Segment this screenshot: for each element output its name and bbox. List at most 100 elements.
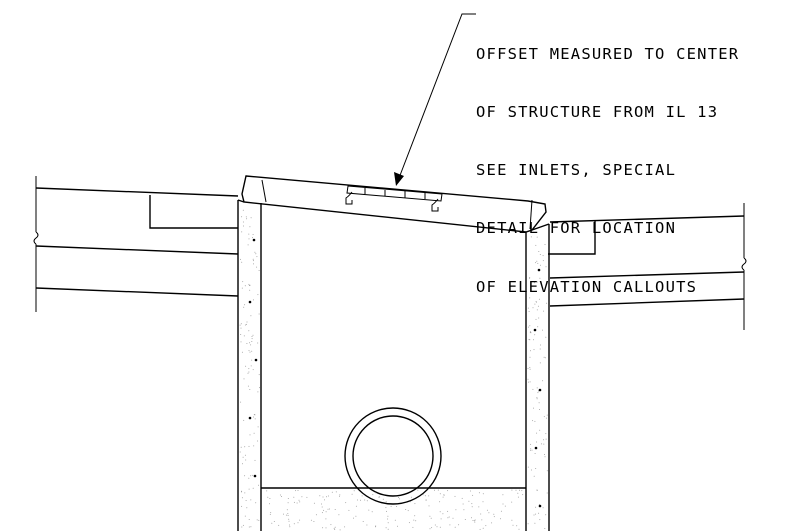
stipple-speck (528, 381, 530, 383)
stipple-speck (471, 503, 473, 505)
stipple-speck (541, 443, 543, 445)
stipple-speck (530, 448, 532, 450)
stipple-speck (539, 348, 541, 350)
stipple-speck (252, 237, 253, 239)
stipple-speck (245, 459, 247, 461)
callout-line-1: OFFSET MEASURED TO CENTER (476, 44, 740, 63)
stipple-speck (243, 225, 244, 227)
stipple-speck (493, 513, 495, 515)
stipple-speck (530, 350, 531, 352)
stipple-speck (339, 495, 340, 497)
stipple-speck (454, 495, 456, 497)
stipple-speck (297, 522, 299, 524)
stipple-speck (464, 519, 466, 520)
stipple-speck (375, 525, 377, 527)
stipple-speck (439, 493, 441, 495)
stipple-speck (534, 453, 536, 454)
stipple-speck (243, 419, 245, 421)
stipple-speck (412, 526, 414, 528)
stipple-speck (254, 251, 256, 253)
stipple-speck (422, 494, 424, 496)
stipple-speck (539, 254, 541, 255)
stipple-speck (538, 317, 540, 319)
stipple-speck (249, 434, 251, 436)
stipple-speck (536, 309, 538, 311)
stipple-speck (246, 218, 248, 220)
right-pavement (548, 203, 747, 330)
stipple-speck (355, 505, 357, 507)
stipple-speck (353, 490, 355, 492)
stipple-speck (537, 305, 539, 307)
stipple-speck (251, 336, 253, 337)
stipple-speck (443, 494, 445, 496)
stipple-speck (385, 501, 387, 503)
stipple-speck (545, 266, 547, 268)
stipple-speck (244, 475, 246, 477)
stipple-speck (259, 387, 260, 389)
stipple-speck (428, 505, 430, 507)
stipple-speck (538, 512, 540, 514)
stipple-speck (534, 522, 536, 524)
stipple-speck (296, 502, 298, 504)
stipple-speck (344, 526, 346, 528)
stipple-speck (428, 495, 430, 497)
stipple-speck (333, 527, 335, 529)
stipple-speck (543, 310, 545, 312)
stipple-speck (397, 525, 398, 527)
stipple-speck (271, 522, 273, 524)
stipple-speck (250, 217, 252, 219)
stipple-speck (325, 511, 327, 513)
stipple-speck (289, 526, 291, 528)
stipple-speck (246, 321, 248, 323)
stipple-speck (319, 495, 321, 497)
stipple-speck (414, 515, 416, 517)
stipple-speck (267, 496, 269, 498)
stipple-speck (544, 357, 546, 359)
stipple-speck (512, 524, 514, 526)
stipple-speck (530, 443, 532, 445)
stipple-speck (531, 449, 533, 451)
stipple-speck (440, 518, 442, 520)
stipple-speck (527, 523, 529, 525)
aggregate-dots (248, 238, 542, 508)
stipple-speck (545, 336, 547, 338)
stipple-speck (430, 517, 432, 519)
stipple-speck (252, 234, 254, 235)
stipple-speck (544, 454, 545, 455)
stipple-speck (295, 490, 297, 492)
stipple-speck (546, 492, 548, 494)
stipple-speck (413, 519, 415, 521)
stipple-speck (488, 512, 490, 514)
stipple-speck (386, 510, 387, 512)
stipple-speck (252, 260, 254, 262)
stipple-speck (338, 514, 340, 516)
stipple-speck (252, 474, 254, 476)
stipple-speck (288, 520, 290, 522)
stipple-speck (253, 263, 254, 265)
stipple-speck (378, 496, 380, 498)
stipple-speck (258, 270, 260, 271)
stipple-speck (375, 526, 376, 528)
stipple-speck (245, 365, 247, 367)
stipple-speck (545, 433, 547, 435)
stipple-speck (251, 350, 253, 352)
stipple-speck (429, 528, 431, 530)
stipple-speck (502, 494, 504, 496)
stipple-speck (536, 260, 538, 262)
stipple-speck (468, 500, 470, 502)
stipple-speck (462, 503, 464, 505)
stipple-speck (546, 414, 548, 416)
stipple-speck (241, 505, 243, 507)
stipple-speck (258, 313, 260, 315)
stipple-speck (437, 489, 439, 491)
stipple-speck (321, 503, 322, 505)
stipple-speck (254, 459, 256, 461)
stipple-speck (285, 514, 287, 516)
offset-callout-note: OFFSET MEASURED TO CENTER OF STRUCTURE F… (476, 6, 739, 317)
stipple-speck (360, 499, 361, 501)
stipple-speck (493, 516, 495, 518)
stipple-speck (542, 380, 544, 382)
stipple-speck (409, 501, 411, 503)
stipple-speck (248, 233, 250, 235)
stipple-speck (396, 506, 398, 507)
